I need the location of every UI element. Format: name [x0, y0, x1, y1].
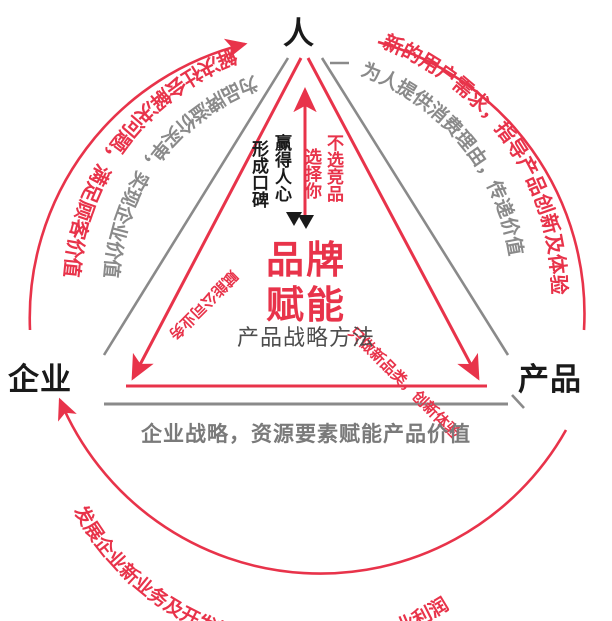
vertical-label-win-hearts: 赢得人心 [272, 134, 291, 202]
corner-label-product: 产品 [518, 362, 582, 397]
baseline-strategy-label: 企业战略，资源要素赋能产品价值 [141, 423, 471, 446]
arc-line-outer-left [28, 38, 248, 331]
arc-outer-bottom-text: 发展企业新业务及开发新产品，以创新增加企业利润 [69, 501, 453, 621]
corner-label-people: 人 [283, 16, 315, 51]
down-arrow-head-black [286, 212, 302, 226]
vertical-label-form-reputation: 形成口碑 [249, 140, 268, 208]
down-arrow-head-black-2 [298, 215, 314, 229]
center-title: 品牌赋能 [0, 239, 612, 329]
corner-label-enterprise: 企业 [8, 362, 72, 397]
arc-line-outer-bottom [58, 397, 568, 575]
gray-tick-bottom-right [511, 394, 525, 409]
triangle-edge-left [131, 57, 303, 381]
center-title-text: 品牌赋能 [265, 240, 346, 327]
vertical-label-choose-you: 选择你 [302, 148, 321, 199]
vertical-label-not-choose-competitor: 不选竞品 [324, 134, 343, 202]
gray-line-left [102, 57, 290, 356]
red-triangle [126, 57, 487, 388]
center-subtitle: 产品战略方法 [236, 325, 375, 350]
triangle-edge-right [306, 57, 480, 381]
inner-gray-frame [102, 57, 525, 409]
gray-line-right [320, 57, 510, 356]
arc-line-outer-right [377, 40, 586, 331]
outer-ring-arcs [28, 38, 586, 575]
center-down-arrow [286, 212, 314, 229]
